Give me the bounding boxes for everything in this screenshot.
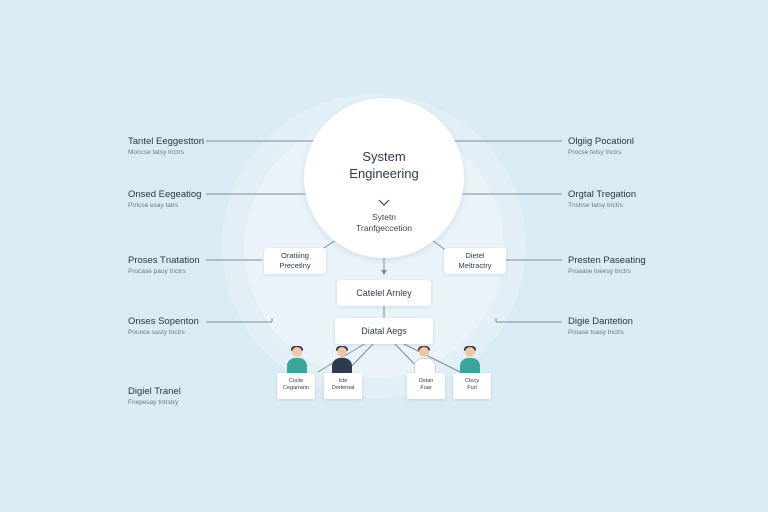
left-label-1: Tantel Eeggestton Moncse tatsy tnctrs <box>128 136 205 156</box>
chevron-down-icon <box>378 199 390 206</box>
person-card-1: Cocte Cegarrann <box>277 373 315 399</box>
left-label-5: Digiel Tranel Fnepesay tntrstry <box>128 386 181 406</box>
right-label-1: Olgiig Pocationl Procse tetsy tnctrs <box>568 136 635 156</box>
person-icon <box>331 346 353 375</box>
left-label-3: Proses Tnatation Procase pauy tnctrs <box>128 255 200 275</box>
connector-to-person-1 <box>317 342 367 373</box>
person-icon <box>286 346 308 375</box>
connector-to-person-4 <box>401 342 461 373</box>
left-label-4: Onses Sopenton Pounce sasty tnctrs <box>128 316 199 336</box>
person-icon <box>413 346 436 376</box>
flow-box-1: Catelel Arnley <box>337 280 431 306</box>
left-label-2: Onsed Eegeatiog Prncse esay tatrs <box>128 189 202 209</box>
center-title: System Engineering <box>349 149 419 181</box>
side-box-right: Dietel Meltractry <box>444 248 506 274</box>
right-label-3: Presten Paseating Proaase toeesy tnctrs <box>568 255 646 275</box>
flow-box-2: Diatal Aegs <box>335 318 433 344</box>
arrow-down-icon <box>381 270 387 275</box>
center-subtitle: Sytetn Tranfgeccetion <box>356 212 412 233</box>
person-icon <box>459 346 481 375</box>
right-label-2: Orgtal Tregation Tnstrse tatsy tnctrs <box>568 189 637 209</box>
side-box-left: Oratiiing Precetlny <box>264 248 326 274</box>
person-card-3: Ostan Fuar <box>407 373 445 399</box>
person-card-2: Icte Dortental <box>324 373 362 399</box>
person-card-4: Ctocy Furl <box>453 373 491 399</box>
center-node: System Engineering Sytetn Tranfgeccetion <box>304 98 464 258</box>
right-label-4: Digie Dantetion Proase toasy tnctrs <box>568 316 633 336</box>
